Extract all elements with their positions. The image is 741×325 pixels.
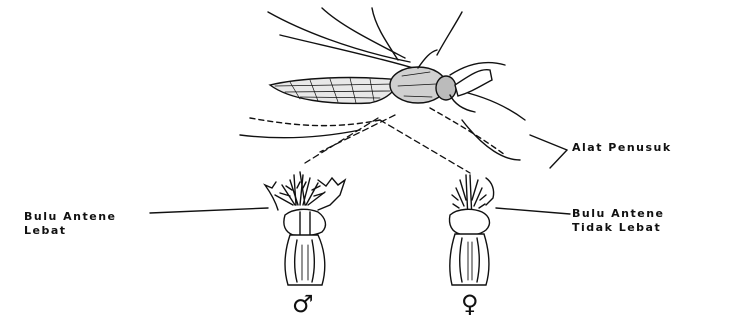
female-symbol: ♀ [461,292,479,316]
female-antenna-label-line2: Tidak Lebat [572,221,665,235]
male-symbol: ♂ [292,292,314,316]
piercer-label: Alat Penusuk [572,141,672,155]
male-antenna-label-line1: Bulu Antene [24,210,117,224]
male-head [265,172,345,285]
pointer-lines [150,120,570,214]
female-antenna-label: Bulu Antene Tidak Lebat [572,207,665,235]
female-antenna-label-line1: Bulu Antene [572,207,665,221]
guide-lines [305,115,470,173]
mosquito-body [390,50,492,112]
female-head [449,175,493,285]
male-antenna-label-line2: Lebat [24,224,117,238]
male-antenna-label: Bulu Antene Lebat [24,210,117,238]
mosquito-wing [270,78,400,104]
